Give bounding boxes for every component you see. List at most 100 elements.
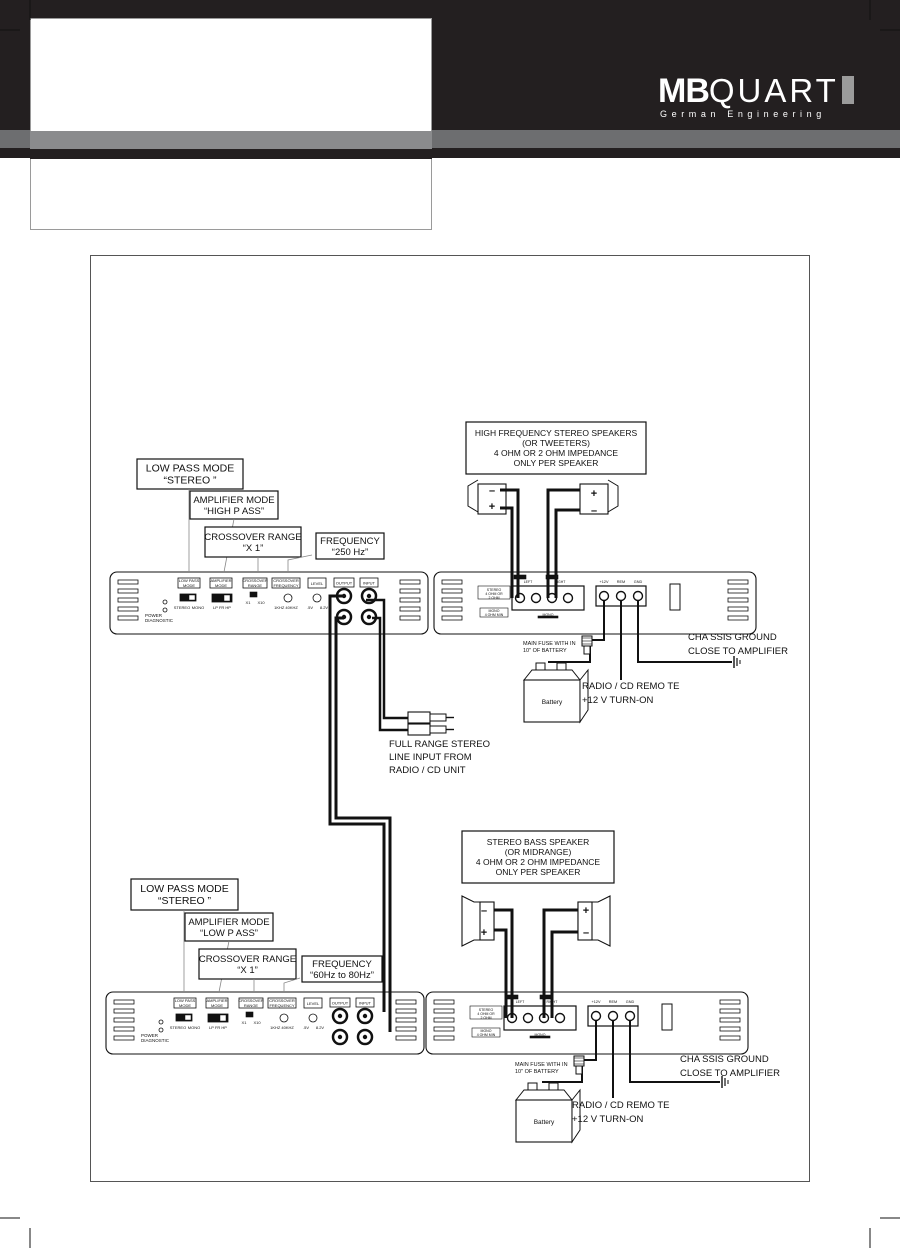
bottom-speakers-line-4: ONLY PER SPEAKER xyxy=(496,867,581,877)
amp-top-rca-pin-4 xyxy=(366,614,372,620)
pwr-bottom-stereo-info-2: 4 OHM OR xyxy=(477,1012,495,1016)
pwr-top-mono-info xyxy=(479,607,509,618)
top-rca-plug-body-1 xyxy=(407,711,431,724)
amp-top-fin-left-4 xyxy=(117,606,139,612)
pwr-top-power-terminal-1 xyxy=(598,590,610,602)
top-fuse-line-1: MAIN FUSE WITH IN xyxy=(523,641,576,647)
pwr-bottom-fin-left-5 xyxy=(433,1035,455,1041)
pwr-bottom-power-term-label-3: GND xyxy=(626,1000,635,1004)
battery-bottom-side xyxy=(571,1088,581,1144)
tweeter-top-left-plus: + xyxy=(489,501,495,513)
top-spk-term-tab-1 xyxy=(513,574,527,580)
amp-bottom-rca-pin-2 xyxy=(362,1013,368,1019)
pwr-bottom-fuse-slot xyxy=(661,1003,673,1031)
tweeter-top-left-cone xyxy=(467,479,479,513)
top-spk-term-tab-2 xyxy=(545,574,559,580)
top-rca-plug-tip-1 xyxy=(429,713,447,722)
top-low-pass-mode-line-2: “STEREO ” xyxy=(163,475,217,487)
pwr-bottom-mono-info-2: 4 OHM MIN xyxy=(477,1033,496,1037)
top-line-input-2: LINE INPUT FROM xyxy=(389,752,472,763)
top-rca-plug-tip-2 xyxy=(429,725,447,734)
amp-top-xrange-switch xyxy=(249,591,258,598)
bottom-frequency-line-1: FREQUENCY xyxy=(312,959,372,970)
top-frequency-box xyxy=(315,532,385,560)
amp-bottom-xrange-label-2: RANGE xyxy=(244,1003,259,1008)
pwr-top-fin-left-2 xyxy=(441,588,463,594)
pwr-bottom-stereo-info-3: 2 OHM xyxy=(480,1016,491,1020)
pwr-top-speaker-terminal-4 xyxy=(562,592,574,604)
pwr-bottom-fin-right-3 xyxy=(719,1017,741,1023)
amp-bottom-input-label-box xyxy=(355,997,375,1008)
top-crossover-range-line-2: “X 1” xyxy=(243,543,264,554)
top-remote-line-1: RADIO / CD REMO TE xyxy=(582,681,679,692)
battery-top-top xyxy=(522,669,582,681)
amp-bottom-fin-left-3 xyxy=(113,1017,135,1023)
top-wire-ground xyxy=(637,600,732,663)
amp-top-level-label: LEVEL xyxy=(311,581,324,586)
amp-bottom-input-label: INPUT xyxy=(359,1001,372,1006)
amp-top-fin-right-3 xyxy=(399,597,421,603)
pwr-bottom-fin-right-5 xyxy=(719,1035,741,1041)
top-amplifier-mode-line-1: AMPLIFIER MODE xyxy=(193,495,274,506)
bass-bottom-right-plus: + xyxy=(583,905,589,917)
pwr-bottom-power-terminal-2 xyxy=(607,1010,619,1022)
amp-top-ampmode-switch xyxy=(211,593,233,603)
amp-bottom-stereo-label: STEREO xyxy=(170,1025,186,1030)
pwr-top-fin-left-4 xyxy=(441,606,463,612)
amp-top-input-label-box xyxy=(359,577,379,588)
amp-bottom-x1-label: X1 xyxy=(242,1020,248,1025)
tweeter-top-left-minus: – xyxy=(489,485,495,497)
pwr-top-fin-left-3 xyxy=(441,597,463,603)
amp-bottom-xfreq-label-2: FREQUENCY xyxy=(269,1003,294,1008)
top-wire-12v xyxy=(590,600,605,641)
pwr-bottom-power-term-label-2: REM xyxy=(609,1000,617,1004)
amp-bottom-rca-pin-1 xyxy=(337,1013,343,1019)
amp-bottom-power-label: POWER xyxy=(141,1033,159,1038)
top-ground-line-2: CLOSE TO AMPLIFIER xyxy=(688,646,788,657)
amp-bottom-xrange-label-1: CROSSOVER xyxy=(238,998,264,1003)
amp-top-diag-led xyxy=(162,607,168,613)
pwr-bottom-power-term-label-1: +12V xyxy=(592,1000,601,1004)
pwr-bottom-mono-bar xyxy=(529,1035,551,1039)
bottom-ground-line-1: CHA SSIS GROUND xyxy=(680,1054,769,1065)
pwr-bottom-fin-left-4 xyxy=(433,1026,455,1032)
bottom-crossover-range-line-2: “X 1” xyxy=(237,965,258,976)
wiring-diagram-frame xyxy=(90,255,810,1182)
bottom-amplifier-mode-box xyxy=(184,912,274,942)
amp-bottom-lpm-label-2: MODE xyxy=(179,1003,191,1008)
amp-top-diag-label: DIAGNOSTIC xyxy=(145,618,174,623)
top-freq-leader xyxy=(287,554,313,572)
pwr-top-fin-right-4 xyxy=(727,606,749,612)
top-wire-right-pos xyxy=(546,488,580,598)
amp-bottom-level-label: LEVEL xyxy=(307,1001,320,1006)
pwr-bottom-fin-left-2 xyxy=(433,1008,455,1014)
pwr-bottom-fin-left-3 xyxy=(433,1017,455,1023)
amp-top-lpm-label-2: MODE xyxy=(183,583,195,588)
amp-bottom-lpm-switch-knob xyxy=(184,1014,192,1021)
pwr-bottom-fin-right-4 xyxy=(719,1026,741,1032)
amp-bottom-ampmode-label-2: MODE xyxy=(211,1003,223,1008)
top-speakers-line-3: 4 OHM OR 2 OHM IMPEDANCE xyxy=(494,448,619,458)
battery-bottom-body xyxy=(515,1099,573,1143)
pwr-bottom-mono-info-1: MONO xyxy=(481,1029,492,1033)
top-fuse-line-2: 10" OF BATTERY xyxy=(523,648,567,654)
top-wire-right-neg xyxy=(554,508,580,598)
pwr-bottom-speaker-terminal-2 xyxy=(522,1012,534,1024)
amp-bottom-lpm-switch xyxy=(175,1013,193,1022)
amp-top-xfreq-label-box xyxy=(271,577,301,589)
amp-top-lpm-label-1: LOW PASS xyxy=(179,578,200,583)
amp-bottom-mono-label: MONO xyxy=(188,1025,200,1030)
pwr-top-stereo-info xyxy=(477,585,511,600)
top-line-input-1: FULL RANGE STEREO xyxy=(389,739,490,750)
bottom-freq-leader xyxy=(283,977,301,992)
amp-bottom-level-max: 8.2V xyxy=(316,1025,325,1030)
amp-top-fin-right-1 xyxy=(399,579,421,585)
pwr-bottom-fin-left-1 xyxy=(433,999,455,1005)
tweeter-top-right-minus: – xyxy=(591,505,597,517)
bass-bottom-right-minus: – xyxy=(583,927,589,939)
top-frequency-line-2: “250 Hz” xyxy=(332,547,368,558)
pwr-top-power-term-label-3: GND xyxy=(634,580,643,584)
amp-top-stereo-label: STEREO xyxy=(174,605,190,610)
battery-top-label: Battery xyxy=(542,699,563,706)
pwr-top-left-label: LEFT xyxy=(524,580,533,584)
